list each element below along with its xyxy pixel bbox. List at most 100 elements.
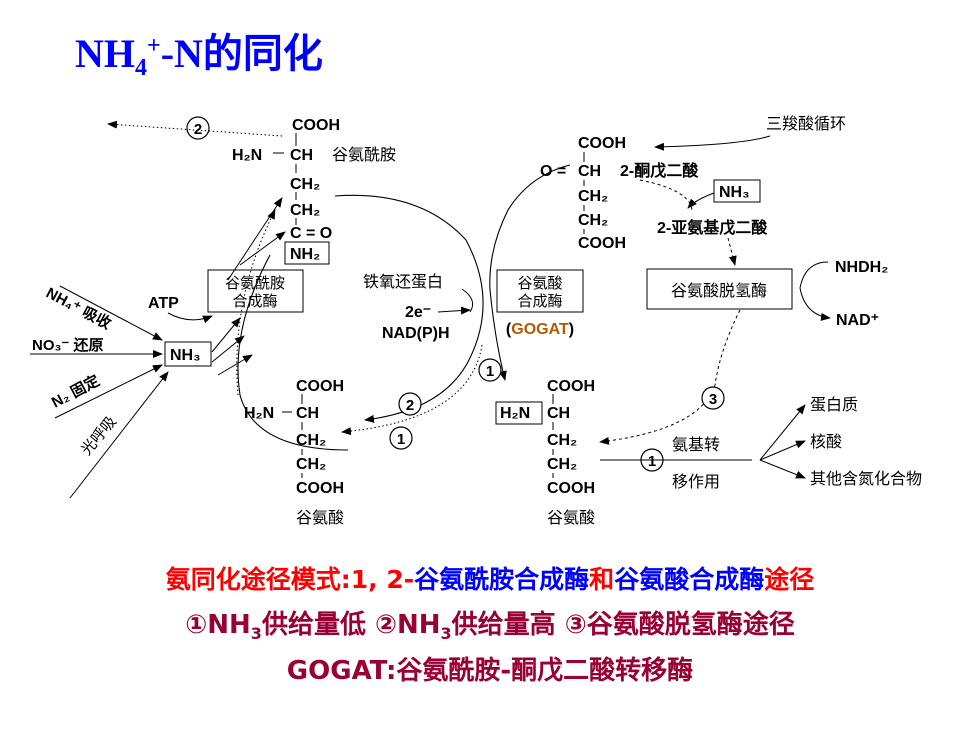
arrow-atp [167,312,213,324]
marker-1-low-label: 1 [397,431,405,448]
marker-2-top [186,116,210,140]
arrow-glu-to-gs [217,354,253,376]
marker-2-mid-label: 2 [406,397,414,414]
arrow-src-n2 [54,364,163,419]
glu-r-ch2-a: CH₂ [547,432,577,449]
dotted-arc-right-left [341,344,483,436]
glu-l-ch2-a: CH₂ [296,432,326,449]
glutamate-left-structure: COOH H₂N CH CH₂ CH₂ COOH 谷氨酸 [244,378,344,527]
glutamine-name: 谷氨酰胺 [332,145,396,164]
glu-l-cooh: COOH [296,378,344,395]
footer-line-2: ①NH3供给量低 ②NH3供给量高 ③谷氨酸脱氢酶途径 [185,610,795,644]
arrow-nh3-in [687,192,715,209]
glutamine-nh2: NH₂ [290,246,320,263]
marker-2-top-label: 2 [194,121,202,138]
src-photoresp-label: 光呼吸 [77,413,120,459]
keto-ch2-a: CH₂ [578,188,608,205]
marker-2-mid [398,392,422,416]
nhdh2-label: NHDH₂ [835,259,888,276]
keto-cooh2: COOH [578,235,626,252]
keto-name: 2-酮戊二酸 [620,161,699,180]
two-e-label: 2e⁻ [405,304,431,321]
ferredoxin-curve [461,288,474,313]
arrow-tca-to-keto [654,135,771,151]
gdh-box [646,268,793,310]
arrow-gs-up-1 [227,197,283,281]
glutamine-structure: COOH H₂N CH 谷氨酰胺 CH₂ CH₂ C = O NH₂ [232,117,396,265]
glutamine-ch2-b: CH₂ [290,202,320,219]
nh3-box-left [164,341,212,367]
keto-o: O = [540,163,566,180]
footer-line-1: 氨同化途径模式:1, 2-谷氨酰胺合成酶和谷氨酸合成酶途径 [165,565,815,594]
src-no3-label: NO₃⁻ 还原 [32,336,104,354]
glutamate-right-structure: COOH H₂N CH CH₂ CH₂ COOH 谷氨酸 [495,378,595,527]
glutamine-h2n: H₂N [232,147,262,164]
glu-r-h2n-box [495,401,543,425]
marker-1-mid [478,358,502,382]
marker-3-label: 3 [709,391,717,408]
glu-l-h2n: H₂N [244,405,274,422]
glu-r-cooh: COOH [547,378,595,395]
nh3-box-right [713,179,761,203]
nh3-right-label: NH₃ [719,184,750,201]
product-others: 其他含氮化合物 [810,469,922,488]
glu-l-cooh2: COOH [296,480,344,497]
glutamine-nh2-box [284,241,330,265]
glu-r-cooh2: COOH [547,480,595,497]
gs-box [207,269,304,313]
marker-3 [701,386,725,410]
glu-r-ch2-b: CH₂ [547,456,577,473]
glutamine-ch2-a: CH₂ [290,176,320,193]
glu-r-name: 谷氨酸 [547,508,595,527]
ferredoxin-label: 铁氧还蛋白 [363,272,443,291]
keto-cooh: COOH [578,135,626,152]
marker-1-low [389,426,413,450]
gs-label-2: 合成酶 [232,292,277,310]
arrow-2e [437,306,471,315]
gogat-label-1: 谷氨酸 [517,274,562,292]
gs-label-1: 谷氨酰胺 [225,274,285,292]
arrow-src-nh4 [59,285,163,341]
atp-label: ATP [148,295,179,312]
glu-r-h2n: H₂N [500,405,530,422]
arrow-nh3-to-gs-1 [211,317,241,353]
nadph-label: NAD(P)H [382,325,450,342]
glutamine-cooh: COOH [292,117,340,134]
src-nh4-label: NH₄⁺ 吸收 [43,284,114,333]
dashed-keto-to-imino [639,179,693,211]
trans-label-1: 氨基转 [672,435,720,454]
marker-1-trans-label: 1 [648,453,656,470]
gdh-label: 谷氨酸脱氢酶 [671,281,767,300]
footer-line-3: GOGAT:谷氨酰胺-酮戊二酸转移酶 [286,656,694,686]
arrow-to-protein [759,404,806,461]
dashed-imino-to-gdh [727,237,737,266]
glu-l-name: 谷氨酸 [296,508,344,527]
arrow-to-nucleic [759,440,806,461]
src-n2-label: N₂ 固定 [48,371,102,411]
glu-l-ch2-b: CH₂ [296,456,326,473]
arc-keto-to-gogat [489,164,571,381]
arrow-to-left-top [107,120,283,137]
glu-r-ch: CH [547,405,570,422]
dashed-gdh-to-glu [599,309,741,445]
nad-label: NAD⁺ [836,312,879,329]
arc-glutamine-to-glutamate [334,194,484,423]
nh3-left-label: NH₃ [170,347,201,364]
trans-label-2: 移作用 [672,472,720,491]
gogat-abbr-wrap: (GOGAT) [506,321,574,338]
gogat-label-2: 合成酶 [517,292,562,310]
product-protein: 蛋白质 [810,395,858,414]
tca-label: 三羧酸循环 [766,114,846,133]
arrow-nh3-to-gs-2 [211,335,245,363]
glutamine-co: C = O [290,225,332,242]
gogat-box [496,269,584,313]
arc-left-cycle [237,254,349,451]
keto-ch: CH [578,163,601,180]
arrow-src-photoresp [69,371,169,499]
keto-ch2-b: CH₂ [578,212,608,229]
imino-label: 2-亚氨基戊二酸 [657,218,768,237]
glu-l-ch: CH [296,405,319,422]
page-title: NH4+-N的同化 [75,31,323,81]
marker-1-mid-label: 1 [486,363,494,380]
